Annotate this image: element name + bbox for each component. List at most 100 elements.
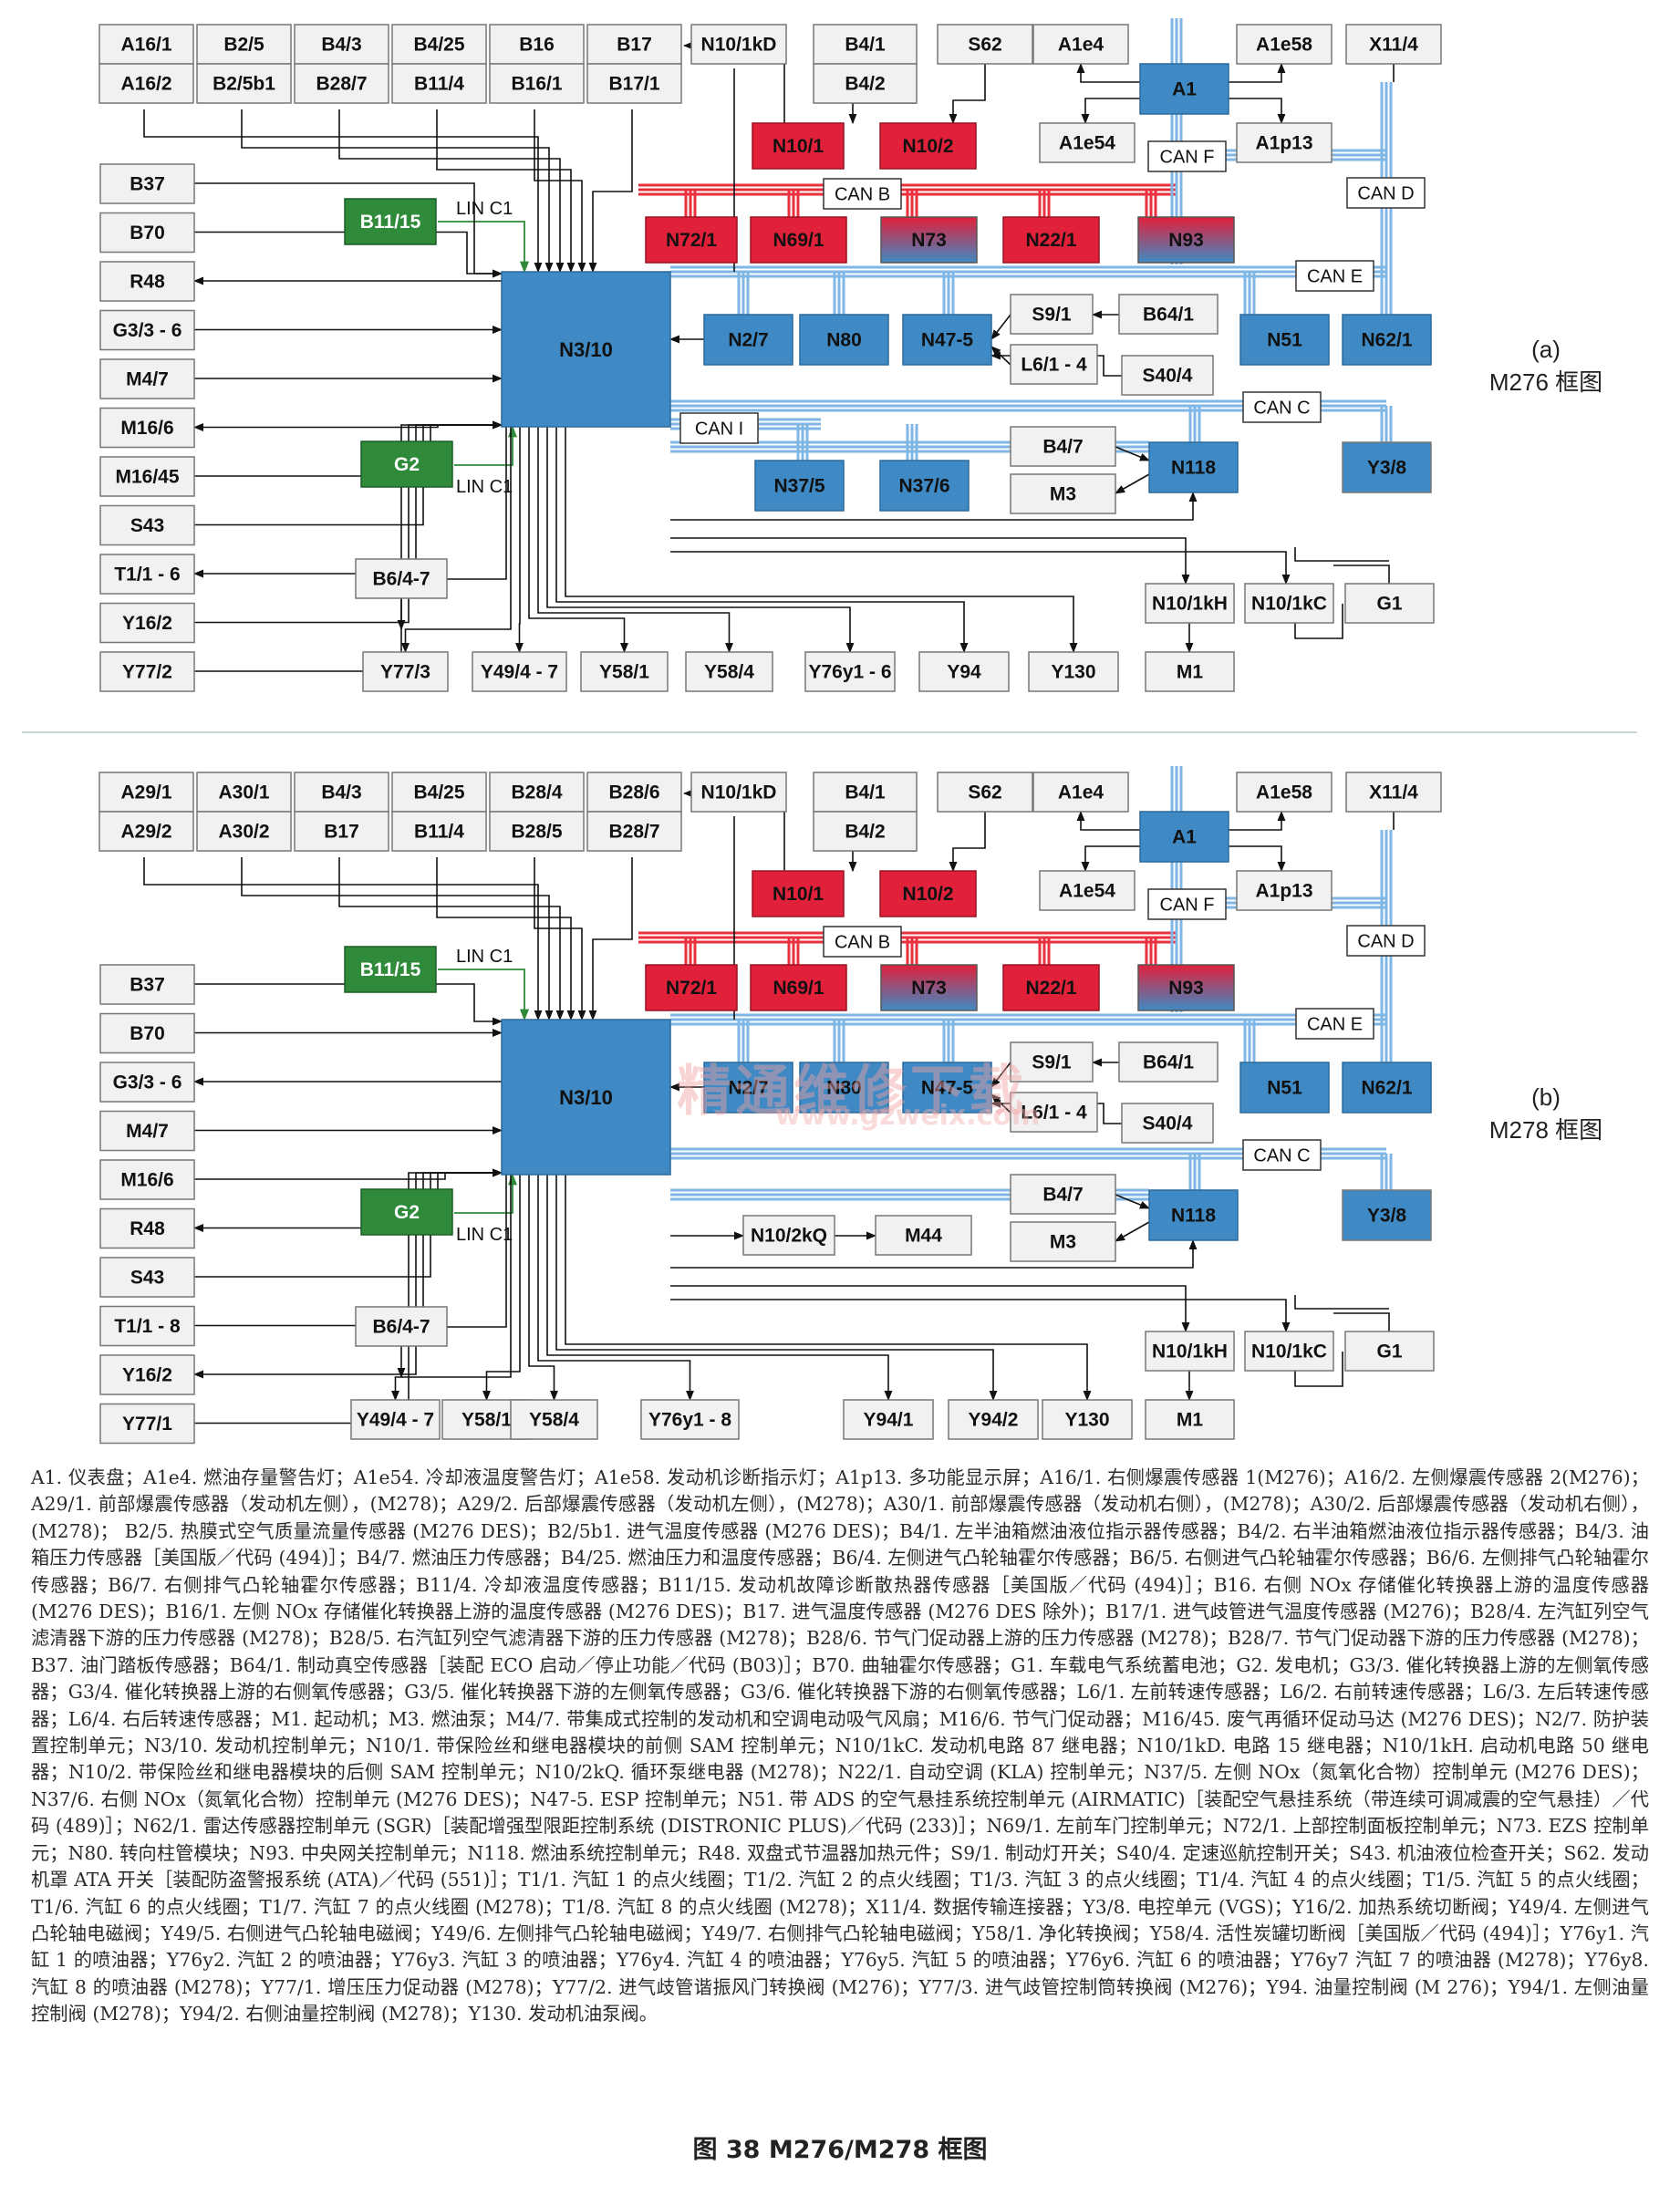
svg-text:N10/1kD: N10/1kD: [701, 35, 777, 56]
svg-text:B28/4: B28/4: [511, 782, 562, 803]
svg-text:R48: R48: [130, 272, 165, 293]
ecu-n69-1: N69/1: [750, 216, 847, 264]
svg-text:S62: S62: [968, 35, 1001, 56]
svg-text:N69/1: N69/1: [773, 978, 824, 999]
svg-text:B17: B17: [324, 822, 359, 843]
switch-s9-1: S9/1: [1010, 294, 1094, 335]
alternator-g2: G2: [360, 440, 453, 488]
svg-text:M16/6: M16/6: [120, 1170, 173, 1191]
switch-s62: S62: [937, 772, 1033, 813]
svg-text:N10/1: N10/1: [773, 884, 824, 905]
switch-s9-1: S9/1: [1010, 1041, 1094, 1083]
left-col-r48: R48: [99, 261, 195, 302]
starter-m1: M1: [1145, 1399, 1235, 1440]
svg-text:N10/1kH: N10/1kH: [1152, 1342, 1228, 1362]
svg-text:B6/4-7: B6/4-7: [372, 569, 430, 590]
svg-text:N62/1: N62/1: [1361, 1078, 1412, 1099]
ecu-n118: N118: [1148, 441, 1239, 493]
connector-x11-4: X11/4: [1345, 24, 1442, 65]
left-col-m4-7: M4/7: [99, 358, 195, 399]
svg-text:CAN F: CAN F: [1160, 148, 1215, 168]
sensor-b4-25: B4/25: [391, 772, 487, 813]
sensor-b2-5b1: B2/5b1: [196, 63, 292, 104]
actuator-y49-4-7: Y49/4 - 7: [472, 651, 567, 692]
sensor-b11-4: B11/4: [391, 63, 487, 104]
legend-text: A1. 仪表盘；A1e4. 燃油存量警告灯；A1e54. 冷却液温度警告灯；A1…: [31, 1466, 1649, 2025]
svg-text:L6/1 - 4: L6/1 - 4: [1021, 355, 1087, 376]
diagram-title-a-line1: (a): [1531, 336, 1561, 363]
svg-text:B28/5: B28/5: [511, 822, 562, 843]
svg-text:B4/3: B4/3: [321, 35, 361, 56]
sensor-b4-2: B4/2: [813, 811, 918, 852]
sensor-a16-2: A16/2: [99, 63, 194, 104]
svg-text:CAN D: CAN D: [1357, 932, 1414, 952]
svg-text:Y76y1 - 8: Y76y1 - 8: [648, 1410, 731, 1431]
sensor-b16: B16: [489, 24, 585, 65]
svg-text:B4/1: B4/1: [845, 35, 886, 56]
svg-text:A1p13: A1p13: [1255, 133, 1312, 154]
svg-text:N2/7: N2/7: [728, 330, 768, 351]
svg-text:X11/4: X11/4: [1369, 782, 1418, 803]
svg-text:Y3/8: Y3/8: [1367, 458, 1407, 479]
svg-text:N62/1: N62/1: [1361, 330, 1412, 351]
svg-text:N10/2: N10/2: [902, 136, 953, 157]
svg-text:N80: N80: [826, 330, 862, 351]
svg-text:A29/2: A29/2: [120, 822, 171, 843]
switch-s40-4: S40/4: [1121, 355, 1214, 396]
ecu-n73: N73: [880, 964, 978, 1011]
svg-text:N47-5: N47-5: [921, 330, 974, 351]
sensor-b16-1: B16/1: [489, 63, 585, 104]
svg-text:Y16/2: Y16/2: [122, 613, 172, 634]
left-col-b37: B37: [99, 163, 195, 204]
left-col-g3-3-6: G3/3 - 6: [99, 309, 195, 351]
bus-label-lin-c1-top: LIN C1: [456, 947, 513, 967]
svg-text:X11/4: X11/4: [1369, 35, 1418, 56]
svg-text:Y58/4: Y58/4: [529, 1410, 579, 1431]
svg-text:B2/5b1: B2/5b1: [213, 74, 275, 95]
ecu-n37-5: N37/5: [754, 460, 845, 512]
relay-n10-1kc: N10/1kC: [1244, 583, 1334, 624]
svg-text:B6/4-7: B6/4-7: [372, 1317, 430, 1338]
actuator-y130: Y130: [1028, 651, 1119, 692]
svg-text:A30/1: A30/1: [218, 782, 269, 803]
sensor-b6-4-7: B6/4-7: [355, 1306, 448, 1347]
ecu-n93: N93: [1137, 216, 1235, 264]
left-col-m16-6: M16/6: [99, 407, 195, 449]
sensor-b4-2: B4/2: [813, 63, 918, 104]
svg-text:G1: G1: [1376, 1342, 1402, 1362]
svg-text:G2: G2: [394, 1202, 420, 1223]
svg-text:B11/15: B11/15: [360, 959, 421, 980]
svg-text:N73: N73: [911, 978, 947, 999]
bus-label-can-c: CAN C: [1242, 391, 1322, 423]
svg-text:Y58/4: Y58/4: [704, 662, 754, 683]
figure-caption: 图 38 M276/M278 框图: [692, 2136, 988, 2164]
svg-text:N10/1kD: N10/1kD: [701, 782, 777, 803]
left-col-b70: B70: [99, 1012, 195, 1054]
svg-text:N51: N51: [1267, 1078, 1302, 1099]
actuator-y94-2: Y94/2: [948, 1399, 1039, 1440]
left-col-b37: B37: [99, 964, 195, 1005]
actuator-y94-1: Y94/1: [843, 1399, 934, 1440]
left-col-y77-2: Y77/2: [99, 651, 195, 692]
sensor-l6-1-4: L6/1 - 4: [1010, 344, 1098, 385]
alternator-g2: G2: [360, 1188, 453, 1236]
svg-text:N3/10: N3/10: [559, 1086, 613, 1109]
bus-label-lin-c1-bottom: LIN C1: [456, 1225, 513, 1245]
sensor-b4-1: B4/1: [813, 24, 918, 65]
sensor-b64-1: B64/1: [1118, 1041, 1219, 1083]
ecu-n51: N51: [1239, 314, 1330, 366]
svg-text:N10/2: N10/2: [902, 884, 953, 905]
sensor-b2-5: B2/5: [196, 24, 292, 65]
bus-label-can-c: CAN C: [1242, 1139, 1322, 1171]
svg-text:B11/15: B11/15: [360, 212, 421, 233]
svg-text:B17: B17: [617, 35, 652, 56]
left-col-m16-6: M16/6: [99, 1159, 195, 1200]
svg-text:M3: M3: [1050, 484, 1076, 505]
svg-text:N10/1kC: N10/1kC: [1251, 1342, 1327, 1362]
svg-text:CAN D: CAN D: [1357, 184, 1414, 204]
watermark-url: www.gzweix.com: [775, 1100, 1041, 1132]
relay-n10-1kd: N10/1kD: [690, 24, 787, 65]
sensor-b28-7: B28/7: [294, 63, 389, 104]
relay-n10-1kh: N10/1kH: [1145, 1331, 1235, 1372]
watermark-cn: 精通维修下载: [677, 1060, 1027, 1124]
